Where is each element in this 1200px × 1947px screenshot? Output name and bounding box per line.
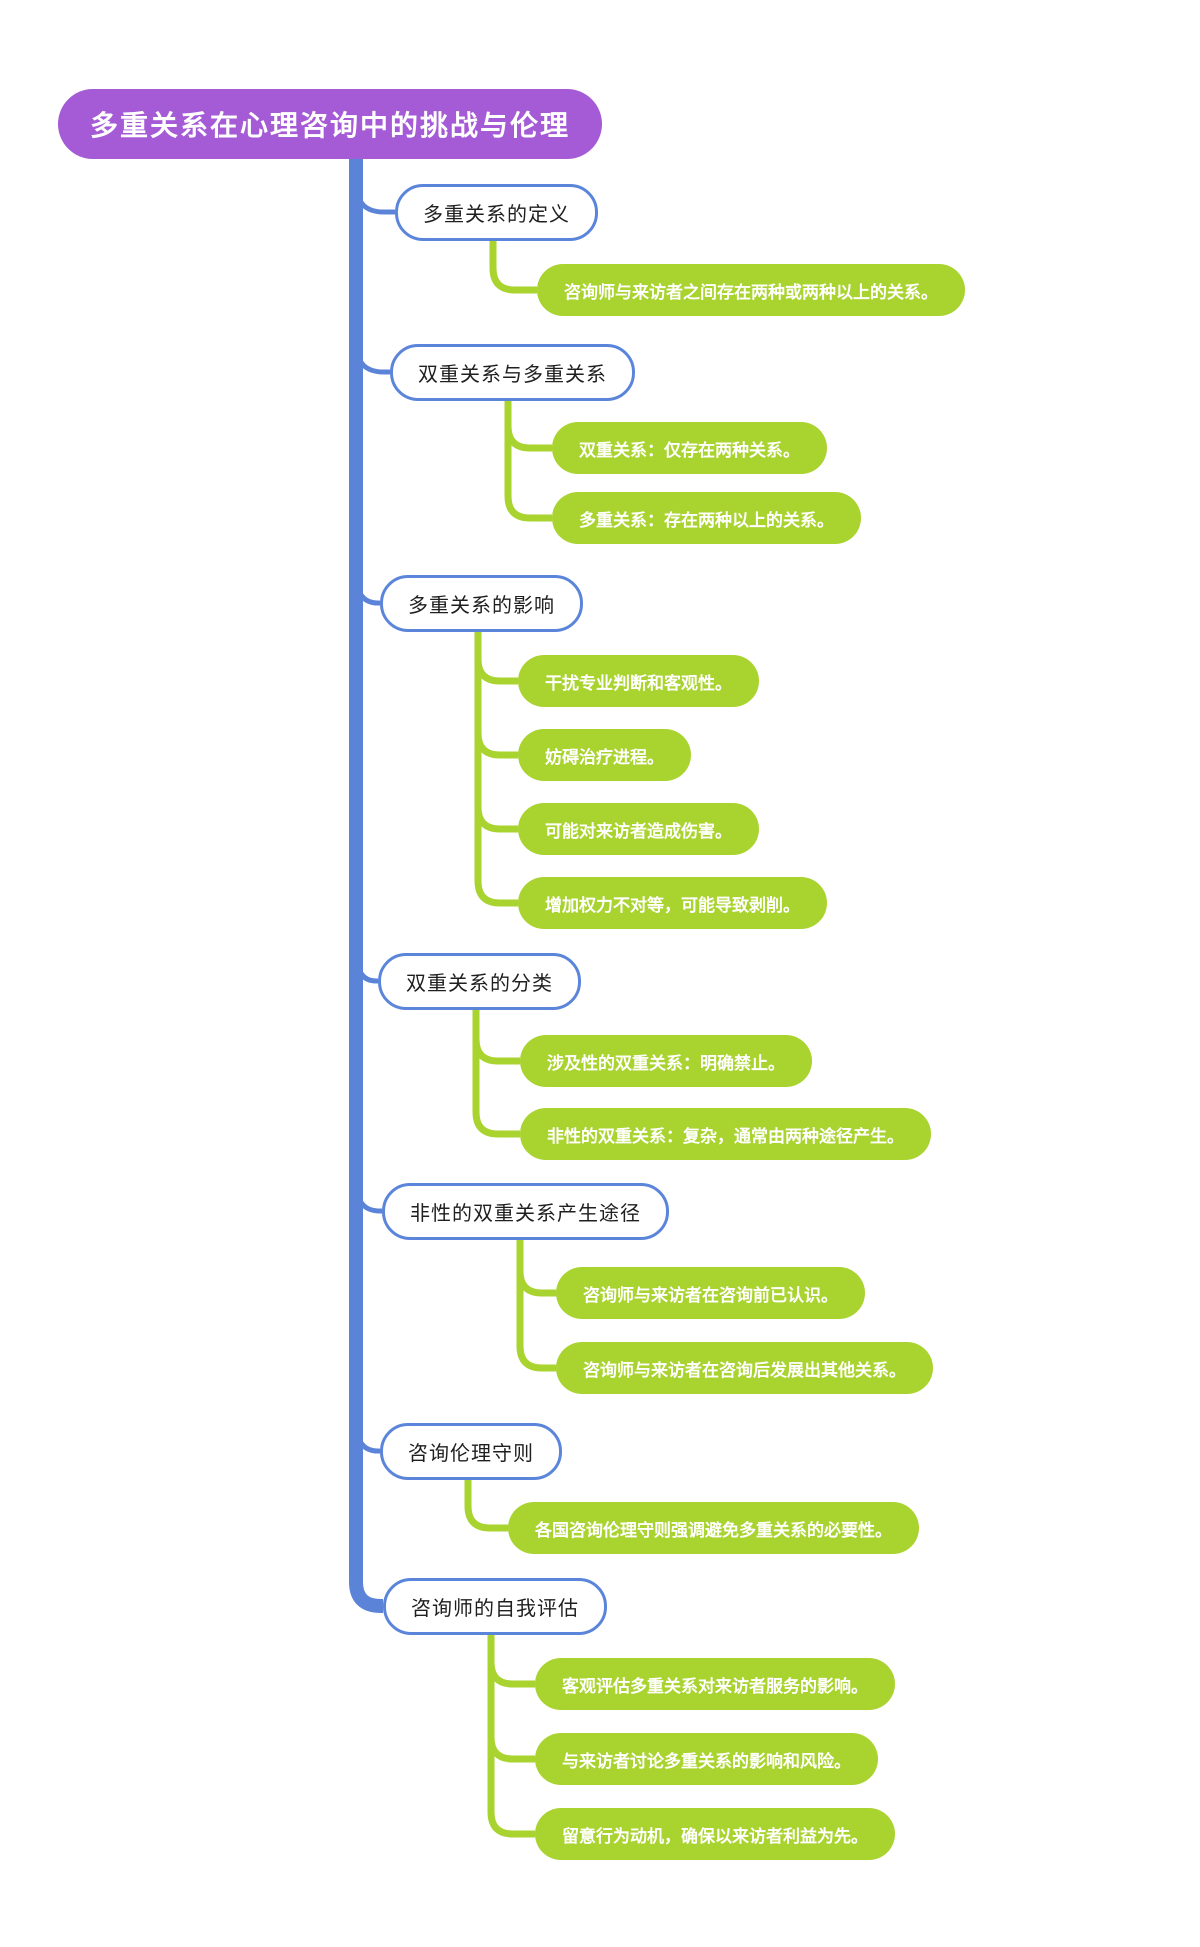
leaf-node[interactable]: 非性的双重关系：复杂，通常由两种途径产生。 [520, 1108, 931, 1160]
branch-node-self-assessment[interactable]: 咨询师的自我评估 [383, 1578, 607, 1635]
trunk-line [349, 155, 383, 1613]
branch-node-dual-vs-multiple[interactable]: 双重关系与多重关系 [390, 344, 635, 401]
branch-node-impact[interactable]: 多重关系的影响 [380, 575, 583, 632]
leaf-node[interactable]: 双重关系：仅存在两种关系。 [552, 422, 827, 474]
leaf-node[interactable]: 与来访者讨论多重关系的影响和风险。 [535, 1733, 878, 1785]
root-node[interactable]: 多重关系在心理咨询中的挑战与伦理 [58, 89, 602, 159]
leaf-node[interactable]: 咨询师与来访者之间存在两种或两种以上的关系。 [537, 264, 965, 316]
leaf-node[interactable]: 咨询师与来访者在咨询前已认识。 [556, 1267, 865, 1319]
leaf-node[interactable]: 妨碍治疗进程。 [518, 729, 691, 781]
leaf-node[interactable]: 各国咨询伦理守则强调避免多重关系的必要性。 [508, 1502, 919, 1554]
branch-node-ethics-codes[interactable]: 咨询伦理守则 [380, 1423, 562, 1480]
branch-node-nonsexual-paths[interactable]: 非性的双重关系产生途径 [382, 1183, 669, 1240]
leaf-node[interactable]: 客观评估多重关系对来访者服务的影响。 [535, 1658, 895, 1710]
leaf-node[interactable]: 咨询师与来访者在咨询后发展出其他关系。 [556, 1342, 933, 1394]
leaf-node[interactable]: 留意行为动机，确保以来访者利益为先。 [535, 1808, 895, 1860]
leaf-node[interactable]: 多重关系：存在两种以上的关系。 [552, 492, 861, 544]
leaf-node[interactable]: 可能对来访者造成伤害。 [518, 803, 759, 855]
leaf-node[interactable]: 涉及性的双重关系：明确禁止。 [520, 1035, 812, 1087]
branch-node-definition[interactable]: 多重关系的定义 [395, 184, 598, 241]
leaf-node[interactable]: 增加权力不对等，可能导致剥削。 [518, 877, 827, 929]
leaf-node[interactable]: 干扰专业判断和客观性。 [518, 655, 759, 707]
branch-node-classification[interactable]: 双重关系的分类 [378, 953, 581, 1010]
